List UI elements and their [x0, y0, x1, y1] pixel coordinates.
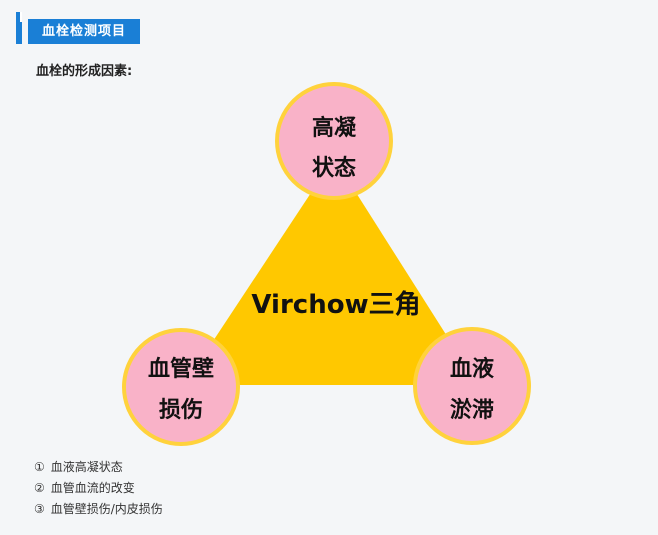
- factor-list: ① 血液高凝状态 ② 血管血流的改变 ③ 血管壁损伤/内皮损伤: [34, 457, 163, 520]
- list-item-number: ①: [34, 460, 45, 474]
- list-item-text: 血管血流的改变: [50, 481, 135, 495]
- center-label: Virchow三角: [251, 289, 420, 320]
- node-left-circle: [122, 328, 240, 446]
- list-item: ③ 血管壁损伤/内皮损伤: [34, 499, 163, 520]
- node-right: 血液 淤滞: [413, 327, 531, 445]
- section-title: 血栓检测项目: [28, 19, 141, 44]
- node-top-label-line2: 状态: [312, 155, 356, 181]
- node-left-label-line2: 损伤: [159, 398, 203, 423]
- node-top-circle: [275, 82, 393, 200]
- list-item-text: 血管壁损伤/内皮损伤: [50, 502, 163, 516]
- list-item: ① 血液高凝状态: [34, 457, 163, 478]
- node-top-label-line1: 高凝: [312, 115, 357, 141]
- list-item: ② 血管血流的改变: [34, 478, 163, 499]
- header-accent-bar: [16, 12, 22, 44]
- list-item-number: ③: [34, 502, 45, 516]
- node-right-label-line1: 血液: [450, 356, 494, 382]
- triangle-shape: [184, 158, 478, 385]
- list-item-text: 血液高凝状态: [50, 460, 123, 474]
- node-left: 血管壁 损伤: [122, 328, 240, 446]
- header-accent-notch: [20, 12, 22, 22]
- list-item-number: ②: [34, 481, 45, 495]
- node-right-circle: [413, 327, 531, 445]
- node-top: 高凝 状态: [275, 82, 393, 200]
- node-right-label-line2: 淤滞: [450, 397, 494, 423]
- section-subtitle: 血栓的形成因素:: [36, 64, 133, 79]
- node-left-label-line1: 血管壁: [148, 356, 214, 382]
